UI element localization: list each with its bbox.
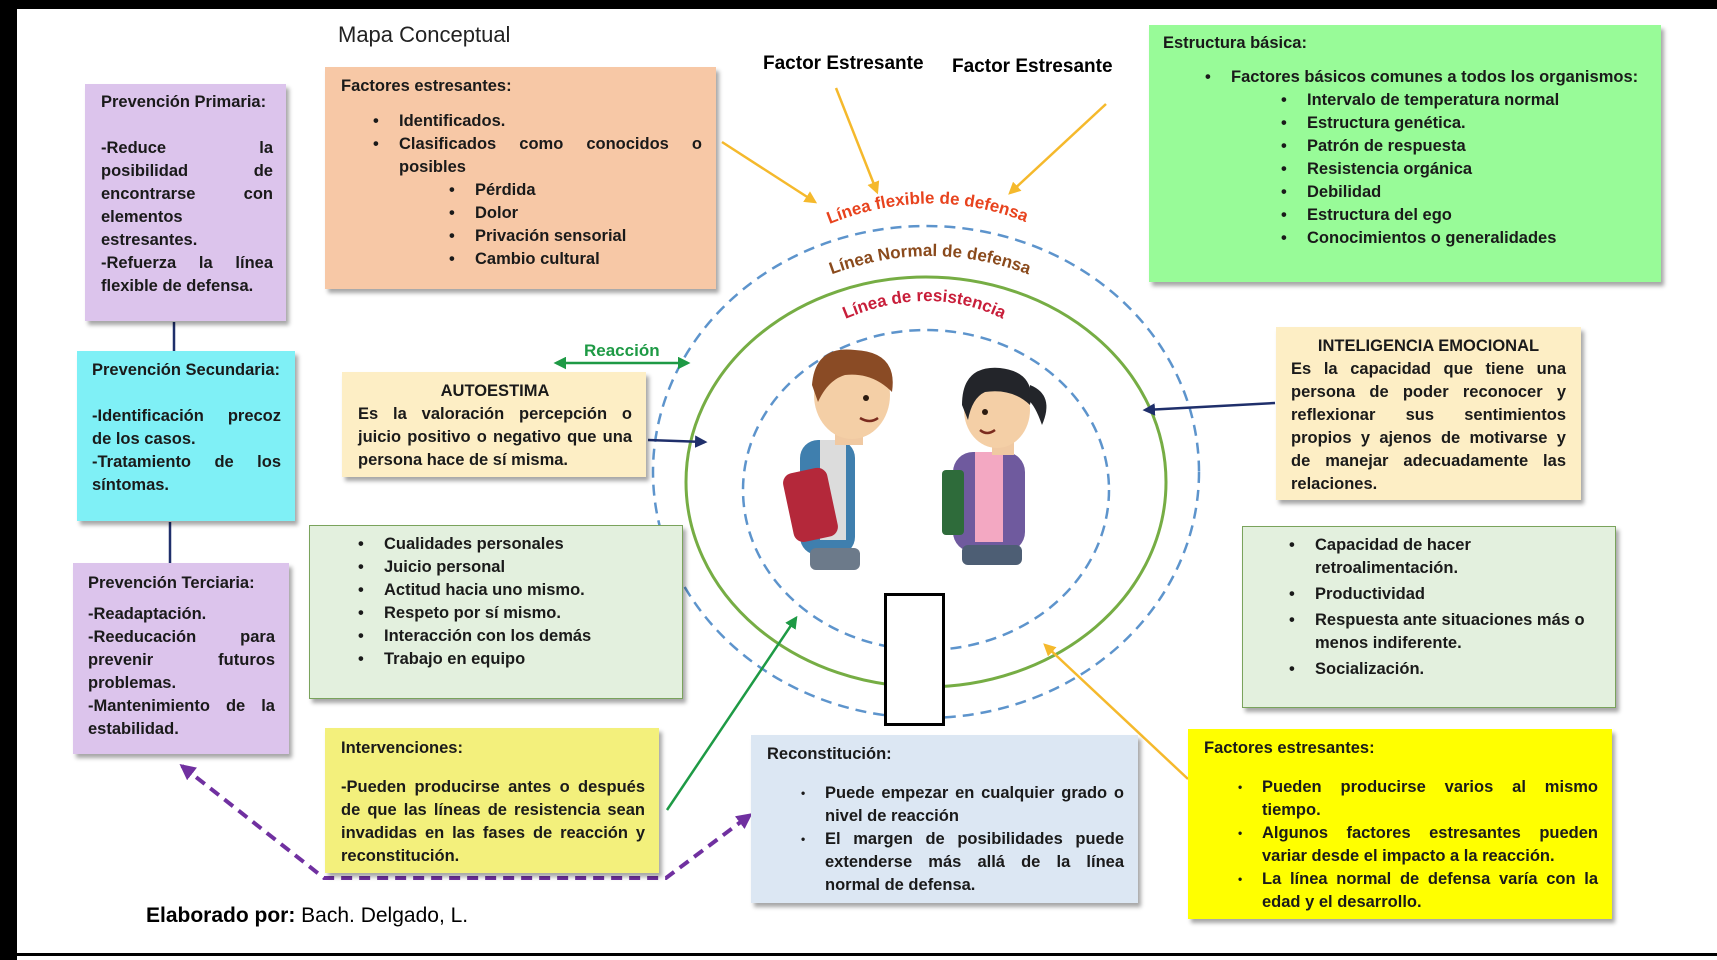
- capacidad-item-2: Productividad: [1277, 583, 1601, 606]
- stressor-label-1: Factor Estresante: [763, 53, 924, 74]
- autoestima-box: AUTOESTIMA Es la valoración percepción o…: [342, 372, 646, 477]
- factores-bottom-item-1: Pueden producirse varios al mismo tiempo…: [1224, 776, 1598, 822]
- estructura-list: Factores básicos comunes a todos los org…: [1193, 66, 1647, 89]
- reconstitucion-item-2: El margen de posibilidades puede extende…: [787, 828, 1124, 897]
- cualidades-item-5: Interacción con los demás: [346, 625, 668, 648]
- credit-label: Elaborado por:: [146, 904, 296, 927]
- cualidades-item-3: Actitud hacia uno mismo.: [346, 579, 668, 602]
- autoestima-text: Es la valoración percepción o juicio pos…: [358, 405, 632, 469]
- factores-estresantes-bottom-box: Factores estresantes: Pueden producirse …: [1188, 729, 1612, 919]
- capacidad-item-3: Respuesta ante situaciones más o menos i…: [1277, 609, 1601, 655]
- estructura-subitem-3: Patrón de respuesta: [1269, 135, 1647, 158]
- boy-figure: [783, 349, 893, 570]
- people-illustration: [783, 349, 1047, 570]
- estructura-basica-box: Estructura básica: Factores básicos comu…: [1149, 25, 1661, 282]
- prevencion-terciaria-line-3: -Mantenimiento de la estabilidad.: [88, 697, 275, 738]
- prevencion-primaria-line-1: -Reduce la posibilidad de encontrarse co…: [101, 139, 273, 249]
- cualidades-item-4: Respeto por sí mismo.: [346, 602, 668, 625]
- factores-top-subitem-1: Pérdida: [437, 179, 702, 202]
- reconstitucion-box: Reconstitución: Puede empezar en cualqui…: [751, 735, 1138, 903]
- ring-label-flexible: Línea flexible de defensa: [824, 188, 1031, 227]
- prevencion-primaria-line-2: -Refuerza la línea flexible de defensa.: [101, 254, 273, 295]
- stressor-arrow-left: [721, 140, 818, 204]
- prevencion-primaria-box: Prevención Primaria: -Reduce la posibili…: [85, 84, 286, 321]
- factores-top-item-2: Clasificados como conocidos o posibles: [361, 133, 702, 179]
- cualidades-item-6: Trabajo en equipo: [346, 648, 668, 671]
- inteligencia-emocional-box: INTELIGENCIA EMOCIONAL Es la capacidad q…: [1276, 327, 1581, 500]
- factores-estresantes-top-box: Factores estresantes: Identificados. Cla…: [325, 67, 716, 289]
- frame-top-border: [0, 0, 1717, 9]
- reconstitucion-title: Reconstitución:: [767, 745, 892, 763]
- stressor-label-2: Factor Estresante: [952, 56, 1113, 77]
- autoestima-title: AUTOESTIMA: [440, 382, 550, 400]
- frame-bottom-border: [0, 953, 1717, 956]
- factores-bottom-title: Factores estresantes:: [1204, 739, 1375, 757]
- estructura-subitem-1: Intervalo de temperatura normal: [1269, 89, 1647, 112]
- capacidad-item-4: Socialización.: [1277, 658, 1601, 681]
- prevencion-terciaria-line-1: -Readaptación.: [88, 605, 207, 623]
- inteligencia-arrow: [1142, 401, 1276, 416]
- frame-left-border: [0, 0, 17, 960]
- cualidades-list: Cualidades personales Juicio personal Ac…: [346, 533, 668, 671]
- estructura-subitem-5: Debilidad: [1269, 181, 1647, 204]
- factores-bottom-item-3: La línea normal de defensa varía con la …: [1224, 868, 1598, 914]
- cualidades-item-2: Juicio personal: [346, 556, 668, 579]
- outer-dashed-ring: [651, 224, 1201, 720]
- stressor-arrow-bottom: [1043, 643, 1189, 780]
- estructura-subitem-2: Estructura genética.: [1269, 112, 1647, 135]
- reconstitucion-list: Puede empezar en cualquier grado o nivel…: [787, 782, 1124, 897]
- page-title: Mapa Conceptual: [338, 22, 511, 47]
- credit-author: Bach. Delgado, L.: [295, 904, 469, 927]
- prevencion-primaria-title: Prevención Primaria:: [101, 93, 267, 111]
- estructura-title: Estructura básica:: [1163, 34, 1307, 52]
- prevencion-secundaria-title: Prevención Secundaria:: [92, 361, 280, 379]
- reaction-label: Reacción: [584, 341, 660, 360]
- intervenciones-title: Intervenciones:: [341, 739, 463, 757]
- prevencion-terciaria-line-2: -Reeducación para prevenir futuros probl…: [88, 628, 275, 692]
- factores-top-item-1: Identificados.: [361, 110, 702, 133]
- factores-top-sublist: Pérdida Dolor Privación sensorial Cambio…: [437, 179, 702, 271]
- capacidad-box: Capacidad de hacer retroalimentación. Pr…: [1242, 526, 1616, 708]
- capacidad-item-1: Capacidad de hacer retroalimentación.: [1277, 534, 1601, 580]
- purple-dashed-connector: [179, 764, 753, 880]
- autoestima-arrow: [647, 435, 708, 448]
- prevencion-secundaria-line-2: -Tratamiento de los síntomas.: [92, 453, 281, 494]
- inner-dashed-ring: [741, 328, 1111, 652]
- ring-label-normal: Línea Normal de defensa: [827, 241, 1034, 278]
- stressor-arrow-right: [1008, 103, 1107, 195]
- prevencion-secundaria-box: Prevención Secundaria: -Identificación p…: [77, 351, 295, 521]
- factores-top-title: Factores estresantes:: [341, 77, 512, 95]
- estructura-sublist: Intervalo de temperatura normal Estructu…: [1269, 89, 1647, 250]
- ring-label-resistance: Línea de resistencia: [840, 286, 1010, 323]
- estructura-subitem-6: Estructura del ego: [1269, 204, 1647, 227]
- girl-figure: [942, 367, 1047, 565]
- reconstitucion-vertical-label-box: [884, 593, 945, 726]
- prevencion-secundaria-line-1: -Identificación precoz de los casos.: [92, 407, 281, 448]
- factores-top-list: Identificados. Clasificados como conocid…: [361, 110, 702, 179]
- estructura-item: Factores básicos comunes a todos los org…: [1193, 66, 1647, 89]
- stressor-arrow-middle: [834, 87, 880, 195]
- inteligencia-text: Es la capacidad que tiene una persona de…: [1291, 360, 1566, 493]
- prevencion-terciaria-title: Prevención Terciaria:: [88, 574, 255, 592]
- factores-bottom-item-2: Algunos factores estresantes pueden vari…: [1224, 822, 1598, 868]
- intervenciones-text: -Pueden producirse antes o después de qu…: [341, 778, 645, 865]
- intervenciones-box: Intervenciones: -Pueden producirse antes…: [325, 728, 659, 873]
- estructura-subitem-7: Conocimientos o generalidades: [1269, 227, 1647, 250]
- factores-top-subitem-2: Dolor: [437, 202, 702, 225]
- reconstitucion-item-1: Puede empezar en cualquier grado o nivel…: [787, 782, 1124, 828]
- capacidad-list: Capacidad de hacer retroalimentación. Pr…: [1277, 534, 1601, 681]
- factores-top-subitem-4: Cambio cultural: [437, 248, 702, 271]
- estructura-subitem-4: Resistencia orgánica: [1269, 158, 1647, 181]
- cualidades-box: Cualidades personales Juicio personal Ac…: [309, 525, 683, 699]
- cualidades-item-1: Cualidades personales: [346, 533, 668, 556]
- factores-top-subitem-3: Privación sensorial: [437, 225, 702, 248]
- prevencion-terciaria-box: Prevención Terciaria: -Readaptación. -Re…: [73, 563, 289, 754]
- credit-line: Elaborado por: Bach. Delgado, L.: [146, 904, 468, 928]
- factores-bottom-list: Pueden producirse varios al mismo tiempo…: [1224, 776, 1598, 914]
- inteligencia-title: INTELIGENCIA EMOCIONAL: [1317, 337, 1540, 355]
